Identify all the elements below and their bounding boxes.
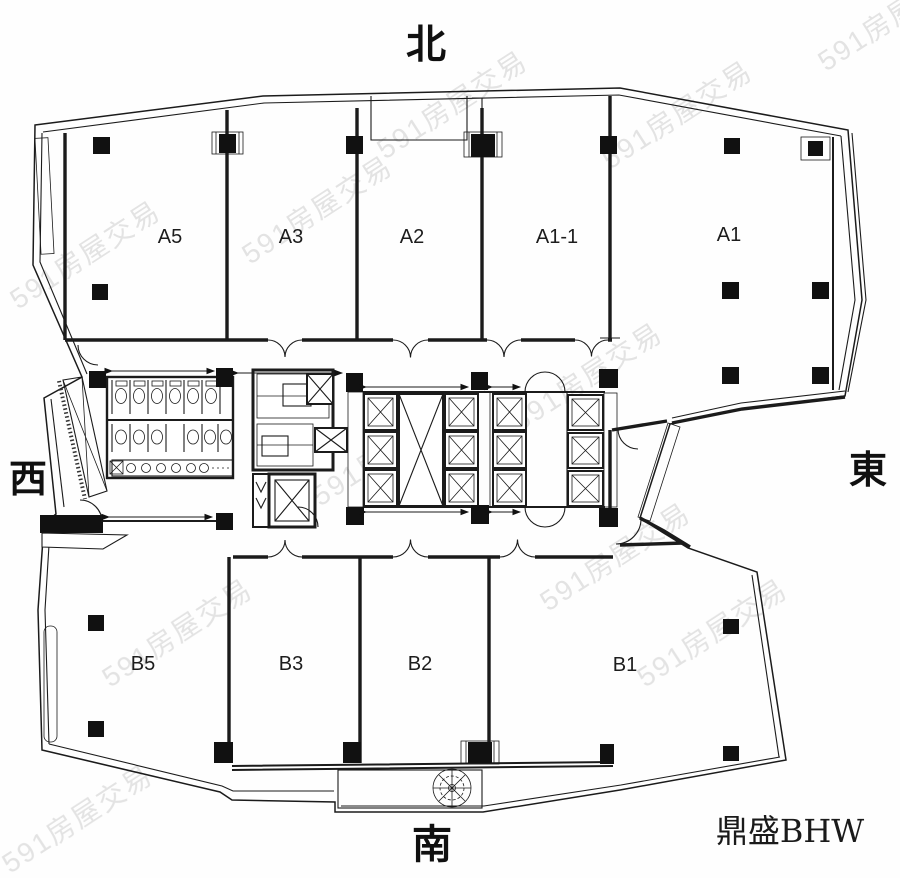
escalator-icon [57,376,108,500]
room-label-b5: B5 [131,653,155,675]
window-strip-icon [43,625,58,743]
flower-icon [432,768,472,808]
room-label-a1-1: A1-1 [536,226,578,248]
building-outline [32,87,867,813]
window-strip-icon [34,137,55,255]
watermark-text: 591房屋交易 [236,150,398,270]
compass-west-label: 西 [9,456,47,501]
watermark-text: 591房屋交易 [596,55,758,175]
restrooms [105,375,235,480]
room-label-b3: B3 [279,653,303,675]
door-arcs [77,339,642,558]
compass-east-label: 東 [849,447,887,492]
compass-north-label: 北 [406,21,446,68]
room-label-b1: B1 [613,654,637,676]
stairwell [251,368,348,529]
watermark-text: 591房屋交易 [0,759,158,878]
toilet-icons [115,380,218,404]
structural-columns [88,131,831,765]
planter-flower [337,768,483,809]
framed-column [460,740,500,765]
elevator-core [57,376,618,508]
framed-column [800,136,831,161]
watermark-text: 591房屋交易 [631,573,793,693]
labels: 北 南 西 東 鼎盛BHW A5 A3 A2 A1-1 A1 B5 B3 B2 … [9,21,887,868]
room-label-a5: A5 [158,226,182,248]
sink-icons [109,460,231,475]
window-strips [34,137,681,743]
toilet-icons [115,429,232,445]
elevator-icons [363,393,604,507]
room-label-a2: A2 [400,226,424,248]
watermark-text: 591房屋交易 [371,45,533,165]
room-label-b2: B2 [408,653,432,675]
watermark-text: 591房屋交易 [812,0,900,77]
watermark-text: 591房屋交易 [4,195,166,315]
window-strip-icon [637,422,681,522]
room-label-a3: A3 [279,226,303,248]
brand-label: 鼎盛BHW [716,812,864,850]
watermark-text: 591房屋交易 [96,573,258,693]
framed-column [463,131,503,158]
room-label-a1: A1 [717,224,741,246]
dimension-arrows [101,367,522,521]
compass-south-label: 南 [412,821,452,868]
framed-column [211,131,244,155]
